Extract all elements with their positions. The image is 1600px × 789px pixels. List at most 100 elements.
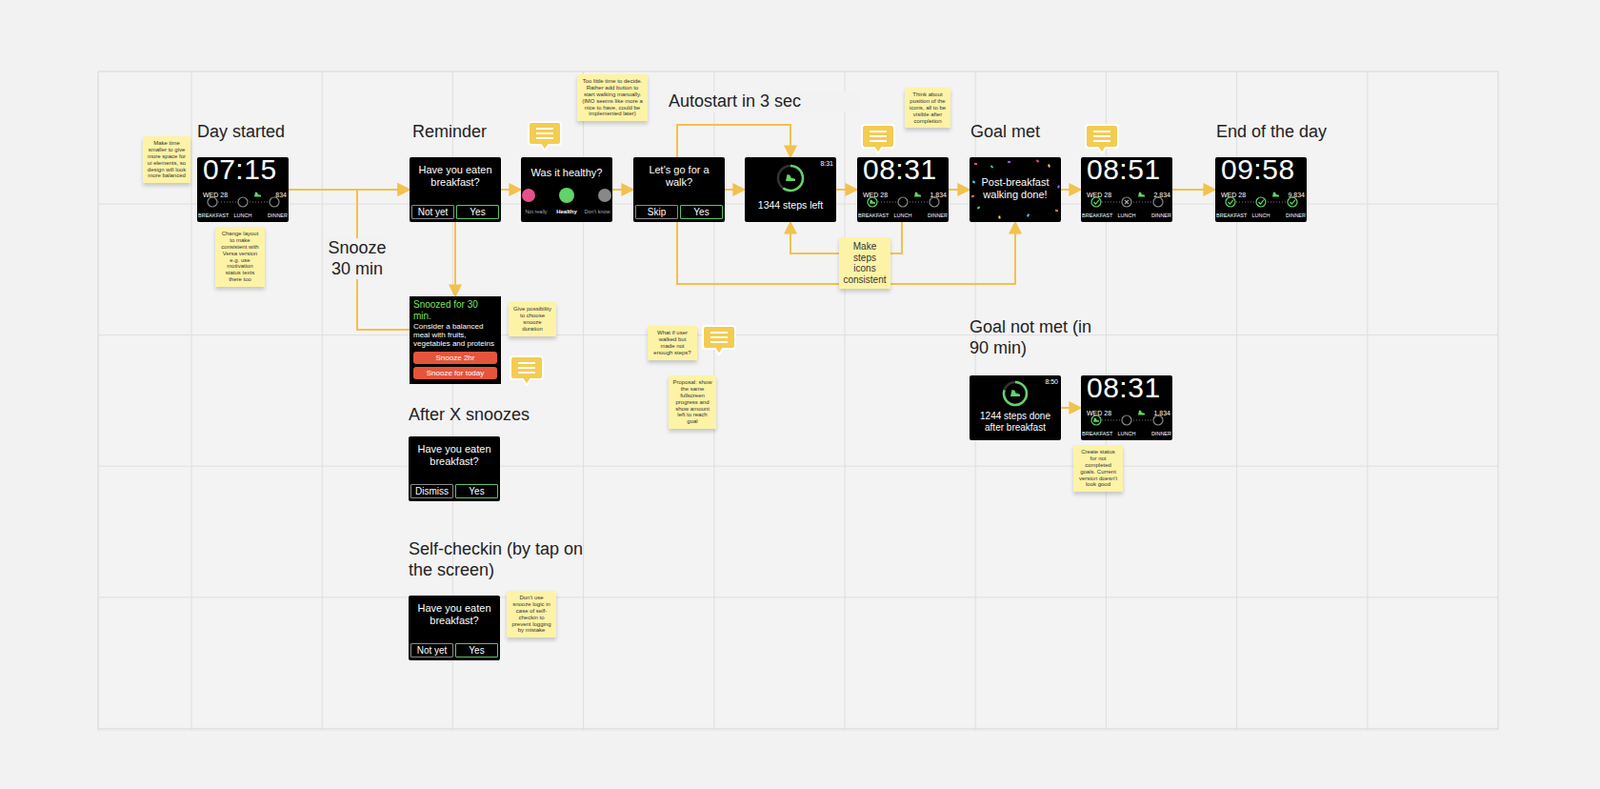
screen-text: Consider a balanced meal with fruits, ve… [413, 321, 498, 349]
screen-text: 1,834 [1124, 409, 1171, 418]
option-circle [598, 188, 612, 202]
text-slot: LUNCH [888, 212, 918, 219]
text-slot: WED 28 [1220, 191, 1260, 200]
check-mark [1259, 200, 1264, 204]
text-slot: LUNCH [1112, 430, 1141, 437]
confetti [1057, 184, 1060, 189]
bubble-line [1093, 130, 1111, 133]
confetti [977, 205, 981, 209]
text-slot: BREAKFAST [198, 212, 233, 219]
text-slot: WED 28 [202, 191, 241, 200]
text-slot: Not yet [411, 204, 455, 220]
grid-line [844, 71, 846, 730]
bubble-line [710, 336, 728, 339]
sticky-note: Make steps icons consistent [839, 237, 891, 289]
meal-status-circle [269, 197, 280, 207]
shoe-icon [254, 192, 261, 198]
screen-text: WED 28 [1086, 409, 1125, 418]
text-slot: WED 28 [1086, 409, 1125, 418]
confetti [1007, 160, 1011, 163]
text-slot: DINNER [918, 212, 948, 219]
watch-screen: 8:501244 steps done after breakfast [969, 375, 1061, 440]
screen-text: Have you eaten breakfast? [412, 163, 499, 188]
screen-text: Skip [635, 204, 679, 220]
meal-status-circle [1153, 415, 1163, 425]
text-slot: 8:31 [801, 160, 834, 168]
watch-screen: Have you eaten breakfast? Not yetYes [409, 157, 501, 222]
screen-text: Dismiss [410, 483, 454, 499]
meal-status-circle [1091, 415, 1101, 425]
text-slot: Have you eaten breakfast? [411, 601, 498, 626]
comment-bubble [861, 124, 895, 154]
sticky-note-text: Think about position of the icons, all t… [908, 91, 947, 124]
screen-text: Don't know [581, 208, 613, 215]
check-mark [1094, 200, 1100, 204]
section-heading: After X snoozes [408, 404, 600, 426]
screen-text: DINNER [1141, 430, 1172, 437]
text-slot: Not really [520, 208, 552, 215]
text-slot: 1,834 [900, 191, 947, 200]
grid-line [1366, 71, 1368, 730]
bubble-line [536, 127, 554, 130]
grid-line [98, 727, 1499, 729]
confetti [972, 180, 977, 183]
screen-text: DINNER [258, 212, 288, 219]
screen-text: BREAKFAST [198, 212, 233, 219]
meal-status-circle [1287, 197, 1298, 207]
bubble-shape [861, 124, 895, 154]
cross-mark [1124, 200, 1129, 204]
confetti [1026, 213, 1030, 218]
text-slot: LUNCH [1112, 212, 1141, 219]
bubble-line [518, 361, 536, 364]
sticky-note-text: Too little time to decide. Rather add bu… [580, 78, 644, 118]
flow-arrow [612, 188, 634, 191]
text-slot: WED 28 [862, 191, 901, 200]
screen-text: LUNCH [1246, 212, 1276, 219]
flow-arrow [1172, 188, 1216, 191]
bubble-line [869, 135, 887, 138]
confetti [1047, 163, 1051, 167]
screen-text: 07:15 [202, 155, 287, 184]
meal-status-circle [898, 197, 908, 207]
text-slot: Yes [456, 204, 500, 220]
text-slot: 08:31 [862, 155, 947, 184]
meal-status-circle [867, 197, 878, 207]
confetti [971, 194, 976, 198]
screen-text: Snooze 2hr [413, 351, 498, 364]
text-slot: LUNCH [1246, 212, 1276, 219]
watch-screen: 08:31WED 281,834BREAKFASTLUNCHDINNER [857, 157, 949, 222]
bubble-line [536, 132, 554, 135]
meal-status-circle [1256, 197, 1266, 207]
sticky-note-text: Make time smaller to give more space for… [146, 140, 187, 180]
text-slot: Yes [455, 642, 499, 658]
grid-line [98, 71, 100, 730]
text-slot: Yes [455, 483, 499, 499]
confetti [1036, 159, 1040, 162]
bubble-line [1093, 135, 1111, 138]
flow-arrow [677, 124, 791, 158]
text-slot: DINNER [1276, 212, 1306, 219]
bubble-line [1093, 140, 1111, 142]
progress-ring-arc [782, 164, 805, 193]
screen-text: DINNER [1141, 212, 1172, 219]
screen-text: WED 28 [202, 191, 241, 200]
board-panel [98, 71, 1499, 730]
flow-arrow [500, 188, 521, 191]
confetti [998, 215, 1001, 219]
sticky-note: Make time smaller to give more space for… [142, 136, 191, 183]
bubble-line [536, 137, 554, 140]
bubble-line [869, 140, 887, 142]
screen-text: BREAKFAST [858, 212, 893, 219]
screen-text: Yes [456, 204, 500, 220]
watch-screen: 08:51WED 282,834BREAKFASTLUNCHDINNER [1080, 157, 1173, 222]
confetti [990, 164, 995, 169]
shoe-icon [785, 174, 796, 181]
sticky-note: Give possibility to choose snooze durati… [508, 301, 557, 337]
screen-text: 1344 steps left [746, 199, 835, 211]
shoe-icon [1138, 410, 1145, 416]
grid-line [98, 71, 1499, 73]
screen-text: Yes [680, 204, 723, 220]
watch-screen: Have you eaten breakfast?DismissYes [408, 436, 500, 501]
shoe-icon [1272, 192, 1280, 198]
